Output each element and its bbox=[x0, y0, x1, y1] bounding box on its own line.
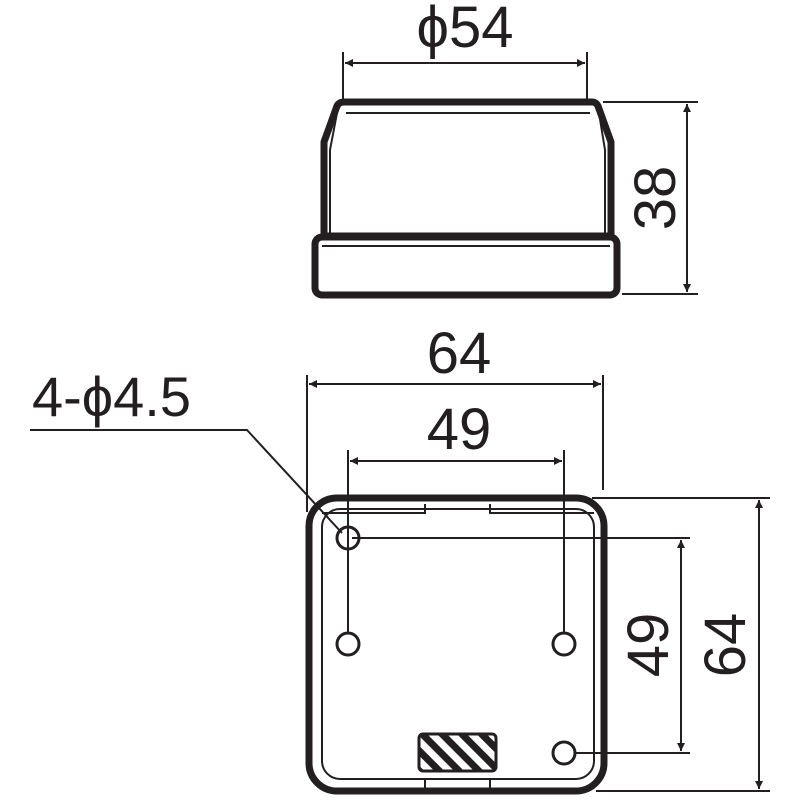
hole-callout-label: 4-ϕ4.5 bbox=[32, 365, 191, 428]
cable-knockout bbox=[417, 732, 498, 773]
knockout-outline bbox=[424, 779, 491, 791]
side-view bbox=[311, 98, 621, 299]
dimension-outer-width: 64 bbox=[306, 321, 604, 512]
dimension-height: 38 bbox=[603, 101, 698, 295]
dimension-hole-pitch-width: 49 bbox=[347, 397, 565, 633]
base-outer-outline bbox=[305, 494, 608, 795]
cap-chamfer-right bbox=[598, 112, 606, 236]
dimension-hole-pitch-height: 49 bbox=[352, 537, 690, 754]
diameter-label: ϕ54 bbox=[417, 0, 514, 60]
base-outline bbox=[311, 233, 621, 299]
hole-pitch-height-label: 49 bbox=[616, 613, 681, 678]
hole-pitch-width-label: 49 bbox=[427, 397, 492, 462]
outer-height-label: 64 bbox=[693, 613, 758, 678]
leader-line bbox=[30, 429, 343, 534]
dimension-diameter: ϕ54 bbox=[342, 0, 588, 100]
cap-chamfer-left bbox=[329, 112, 338, 236]
outer-width-label: 64 bbox=[427, 321, 492, 386]
mounting-hole bbox=[551, 740, 577, 766]
dimension-outer-height: 64 bbox=[592, 497, 770, 792]
hole-callout-leader: 4-ϕ4.5 bbox=[30, 365, 343, 534]
top-notch bbox=[322, 504, 594, 514]
mounting-hole bbox=[551, 631, 577, 657]
cap-outline bbox=[320, 98, 615, 240]
plan-view bbox=[305, 494, 608, 795]
mounting-hole bbox=[335, 631, 361, 657]
height-label: 38 bbox=[623, 166, 688, 231]
base-inner-outline bbox=[321, 508, 595, 780]
